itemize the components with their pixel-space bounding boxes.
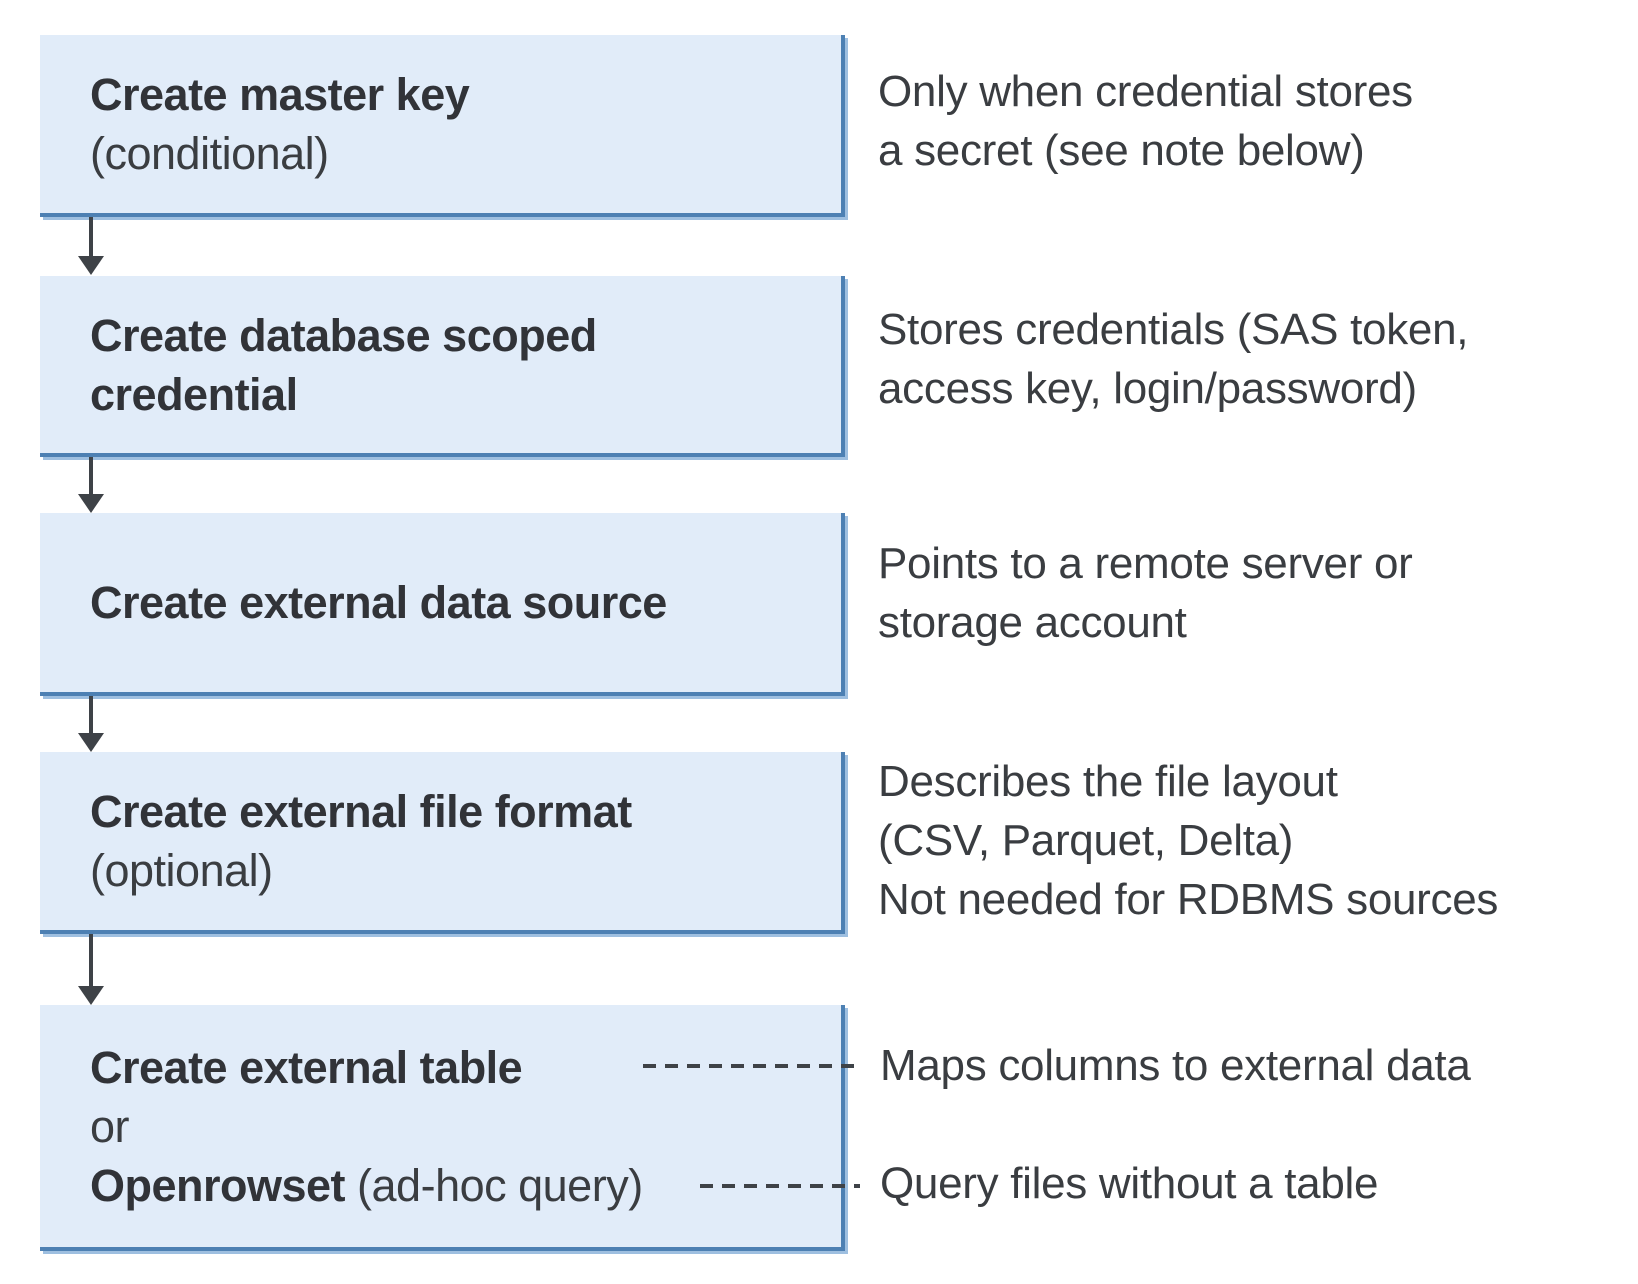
step-title-text: Create external table xyxy=(90,1041,523,1093)
down-arrow xyxy=(89,217,93,256)
step-title-text: Create master key xyxy=(90,69,470,120)
step-subtitle: (optional) xyxy=(90,845,273,896)
step-box-create-database-scoped-credential: Create database scoped credential xyxy=(40,276,845,457)
description-database-scoped-credential: Stores credentials (SAS token, access ke… xyxy=(878,305,1469,413)
step-alt-title-suffix: (ad-hoc query) xyxy=(345,1159,643,1211)
step-title-text: Create external data source xyxy=(90,577,667,628)
step-title-text: Create external file format xyxy=(90,786,632,837)
step-subtitle: (conditional) xyxy=(90,128,329,179)
dashed-connector-openrowset xyxy=(700,1184,860,1188)
step-box-create-master-key: Create master key (conditional) xyxy=(40,35,845,217)
step-alt-title-bold: Openrowset xyxy=(90,1159,346,1211)
step-or-label: or xyxy=(90,1100,130,1152)
step-alt-title: Openrowset (ad-hoc query) xyxy=(90,1156,841,1215)
down-arrow xyxy=(89,934,93,986)
description-external-table: Maps columns to external data xyxy=(880,1041,1471,1090)
step-box-create-external-table-or-openrowset: Create external table or Openrowset (ad-… xyxy=(40,1005,845,1251)
description-openrowset: Query files without a table xyxy=(880,1159,1379,1208)
step-title: Create external data source xyxy=(90,573,841,632)
step-title: Create external table xyxy=(90,1038,841,1097)
step-box-create-external-data-source: Create external data source xyxy=(40,513,845,696)
description-master-key: Only when credential stores a secret (se… xyxy=(878,67,1413,175)
step-title-text: Create database scoped credential xyxy=(90,309,597,420)
step-title: Create master key xyxy=(90,65,841,124)
description-external-data-source: Points to a remote server or storage acc… xyxy=(878,539,1413,647)
step-title: Create external file format xyxy=(90,782,841,841)
down-arrow xyxy=(89,457,93,494)
down-arrow xyxy=(89,696,93,733)
dashed-connector-external-table xyxy=(643,1064,860,1068)
step-title: Create database scoped credential xyxy=(90,306,790,424)
step-box-create-external-file-format: Create external file format (optional) xyxy=(40,752,845,934)
description-external-file-format: Describes the file layout (CSV, Parquet,… xyxy=(878,757,1499,924)
